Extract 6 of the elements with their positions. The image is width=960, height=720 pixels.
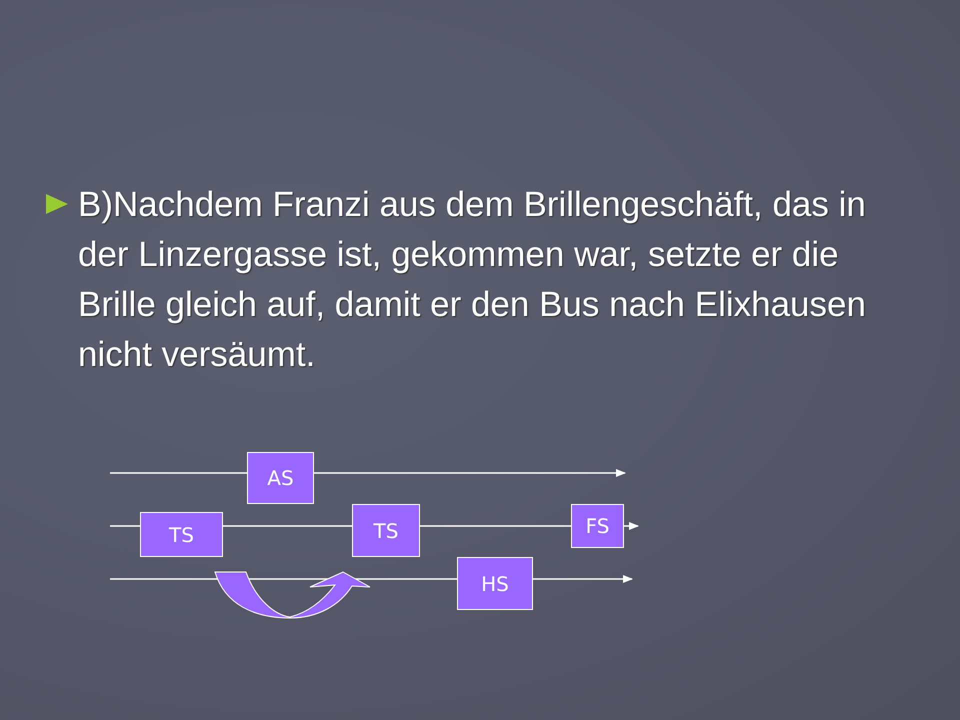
label-box: AS bbox=[247, 452, 314, 504]
label-box: FS bbox=[571, 504, 624, 548]
label-box: TS bbox=[140, 512, 223, 557]
sentence-text: B)Nachdem Franzi aus dem Brillengeschäft, das in der Linzergasse ist, gekommen war, setzte er die Brille gleich auf, damit er den Bus nach Elixhausen nicht versäumt. bbox=[78, 184, 867, 376]
label-box: HS bbox=[457, 557, 533, 610]
label-box: TS bbox=[352, 504, 420, 557]
